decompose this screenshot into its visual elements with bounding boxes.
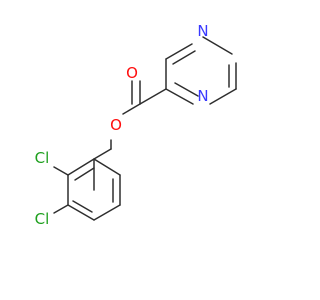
bond: [93, 148, 112, 160]
bond: [93, 204, 121, 221]
dichlorophenyl-ring: [67, 158, 121, 221]
atom-n-ring: N: [197, 87, 208, 105]
bond: [67, 158, 95, 176]
bond: [53, 166, 69, 176]
pyrazine-ring: [165, 36, 237, 105]
atom-o-ester: O: [110, 116, 122, 134]
bond: [209, 88, 237, 105]
atom-cl-2: Cl: [35, 149, 50, 167]
bond: [122, 103, 141, 115]
bond: [93, 158, 121, 176]
bond: [53, 204, 69, 214]
bond: [202, 36, 233, 55]
bond: [172, 50, 196, 65]
ester-group: [93, 80, 167, 160]
bond: [72, 200, 93, 213]
bond: [165, 88, 194, 105]
bond: [174, 82, 199, 97]
atom-cl-3: Cl: [35, 210, 50, 228]
bond: [139, 88, 167, 105]
atom-n-top: N: [197, 22, 208, 40]
molecule-structure: N N O O Cl Cl: [35, 22, 237, 228]
bond: [67, 204, 95, 221]
atom-o-carbonyl: O: [126, 64, 138, 82]
bond: [74, 167, 95, 181]
bond: [165, 43, 193, 60]
